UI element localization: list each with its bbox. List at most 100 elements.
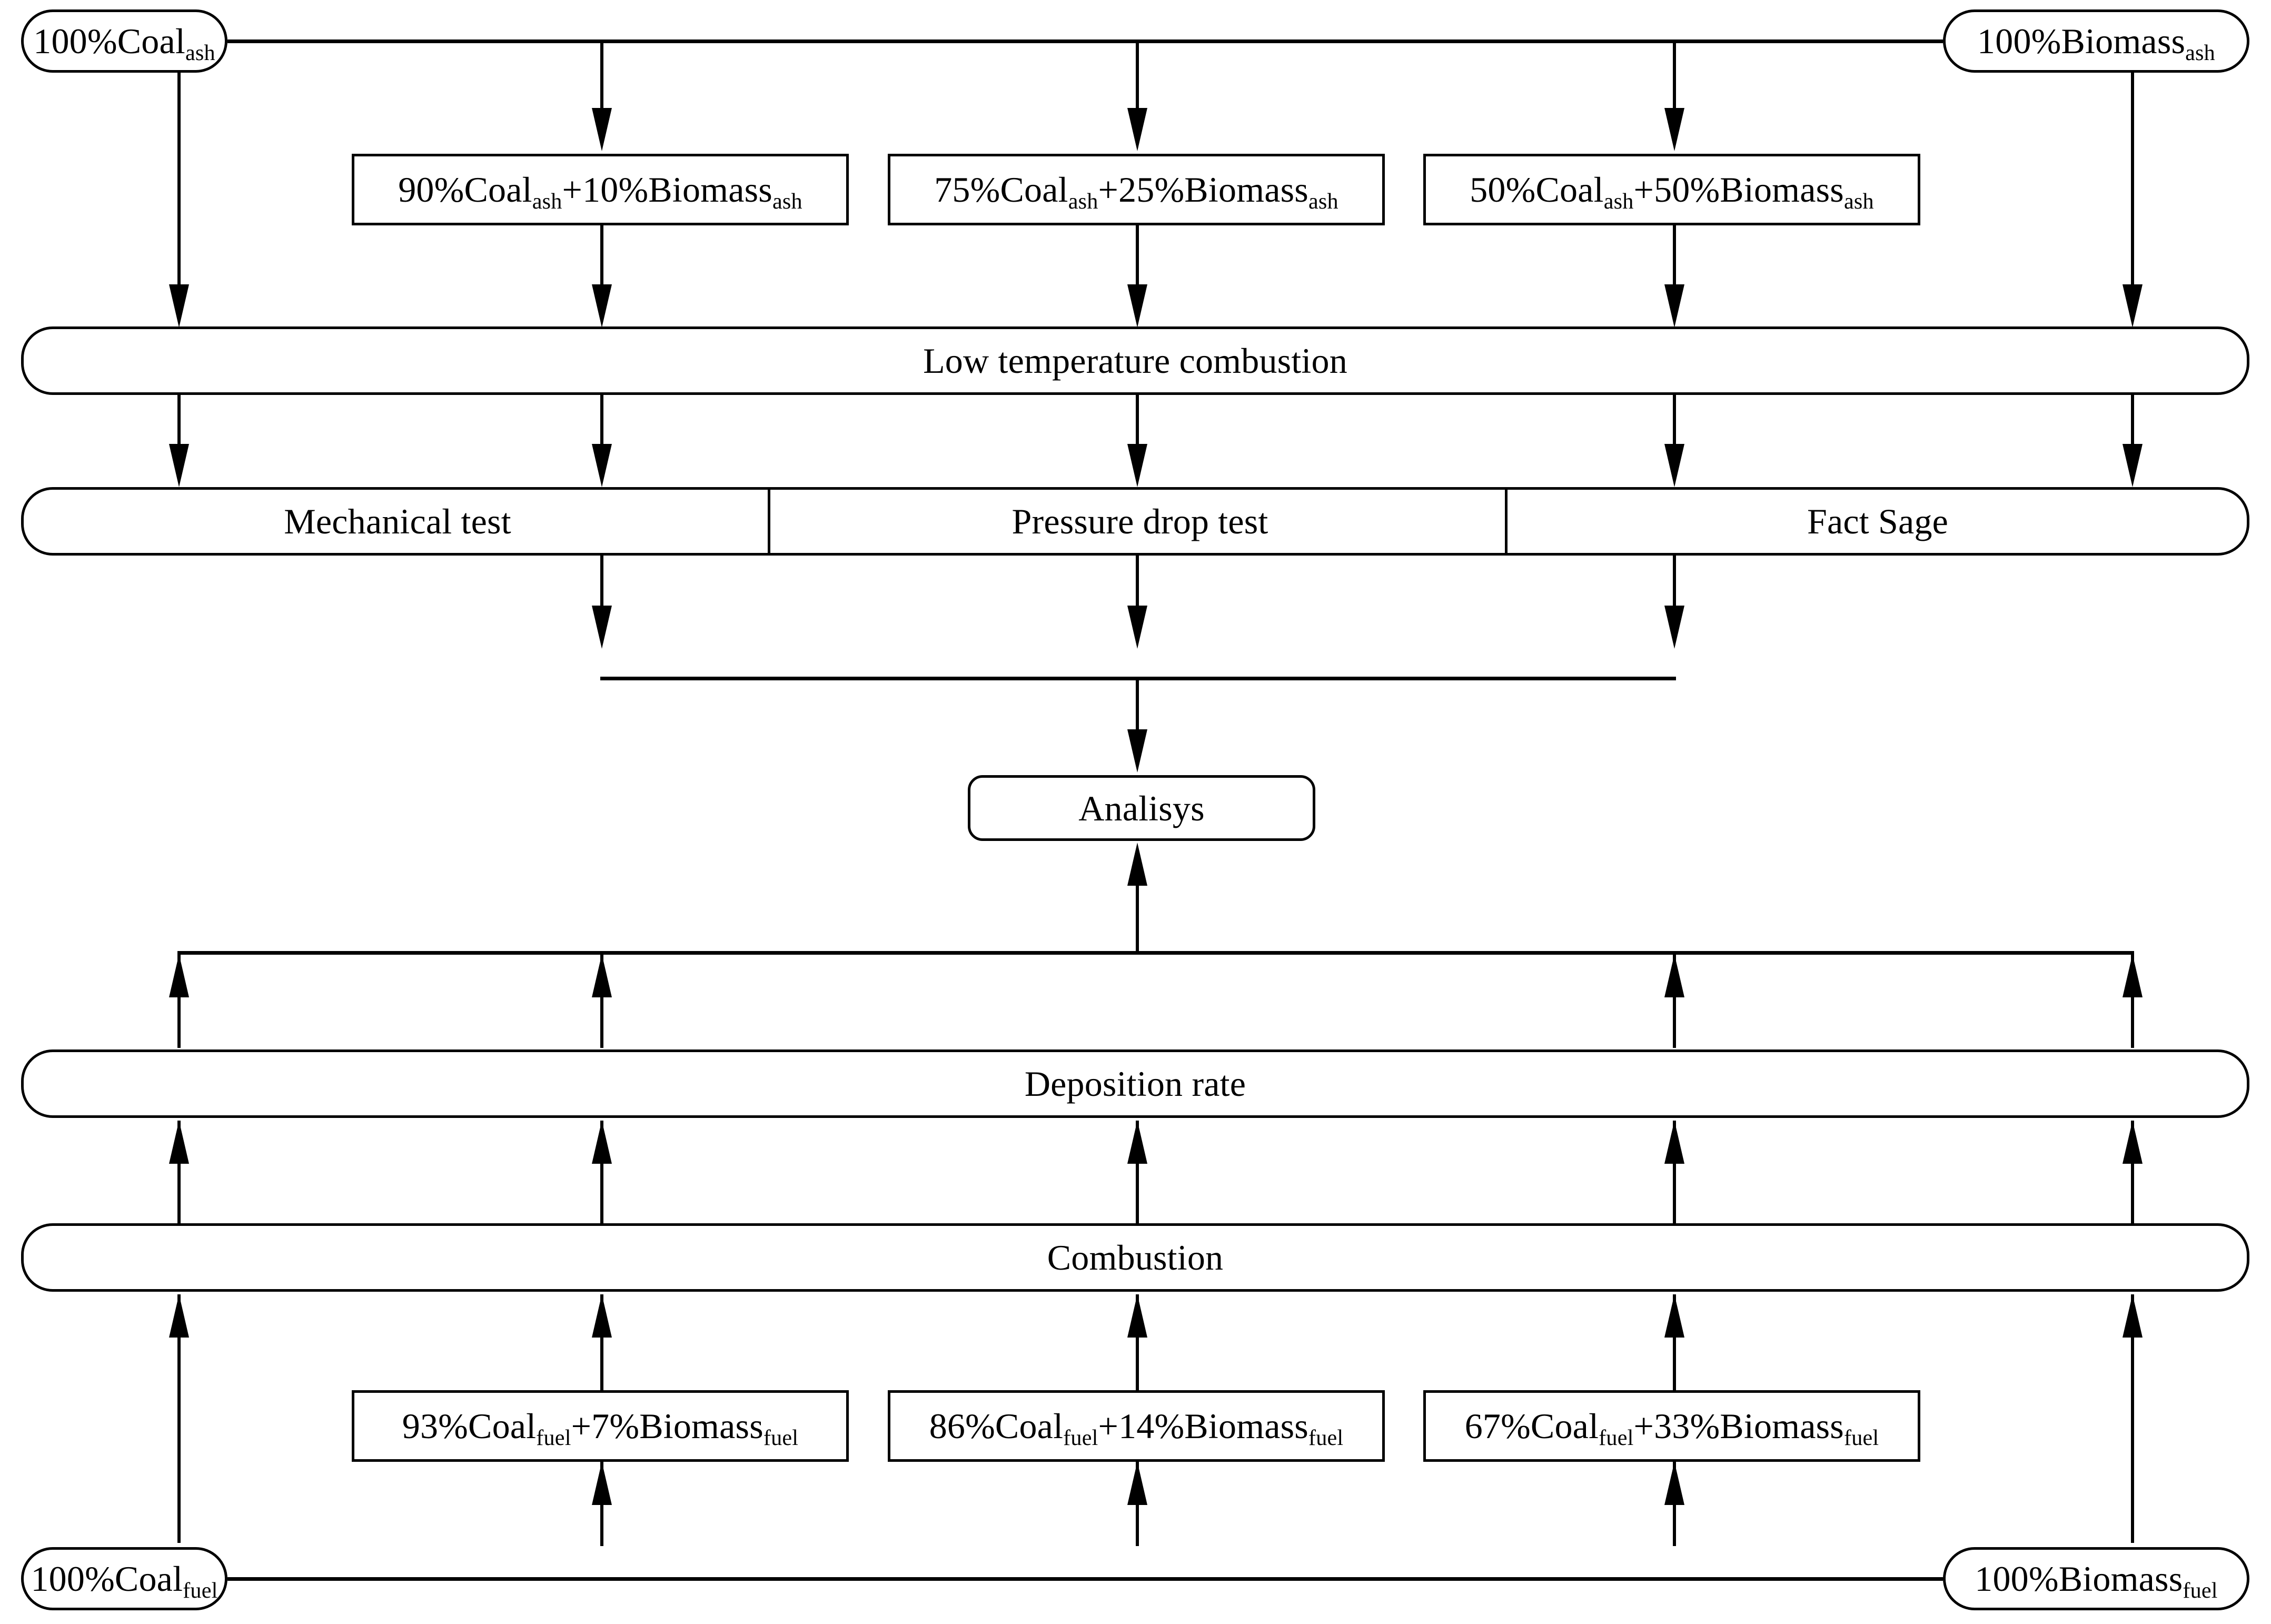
arrow-up-fuel-c3: [1127, 1294, 1147, 1338]
node-coal-fuel-source[interactable]: 100%Coalfuel: [21, 1547, 227, 1610]
arrow-down-lowtemp-to-tests-c1: [169, 444, 189, 487]
top-branch-line-mix3: [1673, 41, 1676, 111]
arrow-up-bottombar-to-fuelmix1: [592, 1462, 612, 1505]
arrow-up-comb-c4: [1664, 1121, 1684, 1164]
line-biomassash-to-lowtemp: [2131, 73, 2134, 287]
box-fuel-mixture-3[interactable]: 67%Coalfuel+33%Biomassfuel: [1423, 1390, 1920, 1462]
test-cell-divider-1: [768, 490, 770, 553]
box-fuel-mixture-2[interactable]: 86%Coalfuel+14%Biomassfuel: [888, 1390, 1385, 1462]
box-ash-mixture-1[interactable]: 90%Coalash+10%Biomassash: [352, 154, 849, 225]
top-branch-line-mix1: [600, 41, 603, 111]
band-combustion[interactable]: Combustion: [21, 1223, 2249, 1292]
node-coal-fuel-label: 100%Coalfuel: [31, 1559, 218, 1603]
line-fuel-c1-up: [177, 1294, 181, 1543]
deposition-collector-bar: [177, 951, 2134, 955]
box-fuel-mixture-2-label: 86%Coalfuel+14%Biomassfuel: [929, 1406, 1344, 1450]
arrow-up-comb-c1: [169, 1121, 189, 1164]
arrow-up-dep-c5: [2123, 954, 2143, 997]
arrow-down-mix3-to-lowtemp: [1664, 284, 1684, 328]
band-deposition-rate[interactable]: Deposition rate: [21, 1049, 2249, 1118]
band-deposition-rate-label: Deposition rate: [1024, 1064, 1246, 1104]
arrow-up-fuel-c2: [592, 1294, 612, 1338]
line-deposition-collector-to-analysis: [1136, 885, 1139, 953]
box-ash-mixture-3-label: 50%Coalash+50%Biomassash: [1470, 170, 1874, 214]
bottom-connector-bar: [227, 1577, 1943, 1581]
box-ash-mixture-3[interactable]: 50%Coalash+50%Biomassash: [1423, 154, 1920, 225]
arrow-down-biomassash-to-lowtemp: [2123, 284, 2143, 328]
band-low-temperature-combustion[interactable]: Low temperature combustion: [21, 326, 2249, 395]
box-fuel-mixture-1[interactable]: 93%Coalfuel+7%Biomassfuel: [352, 1390, 849, 1462]
line-fuel-c3-up: [1136, 1294, 1139, 1390]
top-branch-line-mix2: [1136, 41, 1139, 111]
box-ash-mixture-2[interactable]: 75%Coalash+25%Biomassash: [888, 154, 1385, 225]
line-lowtemp-to-tests-c2: [600, 395, 603, 448]
cell-mechanical-test[interactable]: Mechanical test: [24, 490, 771, 553]
arrow-up-dep-c1: [169, 954, 189, 997]
band-low-temperature-combustion-label: Low temperature combustion: [923, 341, 1347, 381]
node-biomass-ash-source[interactable]: 100%Biomassash: [1943, 9, 2249, 73]
line-mix3-to-lowtemp: [1673, 225, 1676, 287]
arrow-down-lowtemp-to-tests-c3: [1127, 444, 1147, 487]
arrow-down-to-mix2: [1127, 108, 1147, 151]
arrow-down-mix2-to-lowtemp: [1127, 284, 1147, 328]
node-coal-ash-source[interactable]: 100%Coalash: [21, 9, 227, 73]
node-coal-ash-label: 100%Coalash: [33, 21, 215, 65]
box-fuel-mixture-1-label: 93%Coalfuel+7%Biomassfuel: [402, 1406, 799, 1450]
node-biomass-fuel-label: 100%Biomassfuel: [1975, 1559, 2218, 1603]
cell-pressure-drop-test-label: Pressure drop test: [1011, 501, 1268, 541]
arrow-down-test-c3: [1127, 606, 1147, 649]
line-lowtemp-to-tests-c1: [177, 395, 181, 448]
arrow-down-mix1-to-lowtemp: [592, 284, 612, 328]
line-lowtemp-to-tests-c4: [1673, 395, 1676, 448]
line-collector-to-analysis: [1136, 678, 1139, 734]
node-biomass-fuel-source[interactable]: 100%Biomassfuel: [1943, 1547, 2249, 1610]
arrow-up-dep-c2: [592, 954, 612, 997]
line-comb-c3-up: [1136, 1121, 1139, 1223]
arrow-up-to-analysis: [1127, 843, 1147, 886]
line-dep-c1-up: [177, 953, 181, 1048]
node-analysis[interactable]: Analisys: [968, 775, 1315, 841]
cell-mechanical-test-label: Mechanical test: [284, 501, 511, 541]
arrow-up-fuel-c5: [2123, 1294, 2143, 1338]
arrow-down-coalash-to-lowtemp: [169, 284, 189, 328]
cell-pressure-drop-test[interactable]: Pressure drop test: [771, 490, 1509, 553]
line-mix2-to-lowtemp: [1136, 225, 1139, 287]
line-lowtemp-to-tests-c5: [2131, 395, 2134, 448]
arrow-up-comb-c2: [592, 1121, 612, 1164]
line-dep-c4-up: [1673, 953, 1676, 1048]
cell-fact-sage[interactable]: Fact Sage: [1509, 490, 2247, 553]
arrow-up-bottombar-to-fuelmix2: [1127, 1462, 1147, 1505]
line-dep-c2-up: [600, 953, 603, 1048]
test-cell-divider-2: [1505, 490, 1508, 553]
arrow-down-lowtemp-to-tests-c2: [592, 444, 612, 487]
arrow-up-fuel-c1: [169, 1294, 189, 1338]
node-analysis-label: Analisys: [1078, 788, 1205, 828]
arrow-down-to-analysis: [1127, 729, 1147, 773]
box-ash-mixture-1-label: 90%Coalash+10%Biomassash: [398, 170, 802, 214]
box-fuel-mixture-3-label: 67%Coalfuel+33%Biomassfuel: [1464, 1406, 1879, 1450]
line-dep-c5-up: [2131, 953, 2134, 1048]
line-comb-c1-up: [177, 1121, 181, 1223]
line-test-c4-down: [1673, 556, 1676, 611]
top-connector-bar: [227, 39, 1943, 43]
band-tests: Mechanical test Pressure drop test Fact …: [21, 487, 2249, 556]
line-fuel-c4-up: [1673, 1294, 1676, 1390]
line-fuel-c2-up: [600, 1294, 603, 1390]
arrow-down-to-mix1: [592, 108, 612, 151]
arrow-up-dep-c4: [1664, 954, 1684, 997]
arrow-down-lowtemp-to-tests-c4: [1664, 444, 1684, 487]
line-test-c3-down: [1136, 556, 1139, 611]
arrow-down-test-c4: [1664, 606, 1684, 649]
arrow-up-comb-c5: [2123, 1121, 2143, 1164]
arrow-up-bottombar-to-fuelmix3: [1664, 1462, 1684, 1505]
line-test-c2-down: [600, 556, 603, 611]
line-mix1-to-lowtemp: [600, 225, 603, 287]
arrow-up-comb-c3: [1127, 1121, 1147, 1164]
line-comb-c2-up: [600, 1121, 603, 1223]
line-fuel-c5-up: [2131, 1294, 2134, 1543]
arrow-down-test-c2: [592, 606, 612, 649]
arrow-up-fuel-c4: [1664, 1294, 1684, 1338]
line-coalash-to-lowtemp: [177, 73, 181, 287]
line-comb-c4-up: [1673, 1121, 1676, 1223]
